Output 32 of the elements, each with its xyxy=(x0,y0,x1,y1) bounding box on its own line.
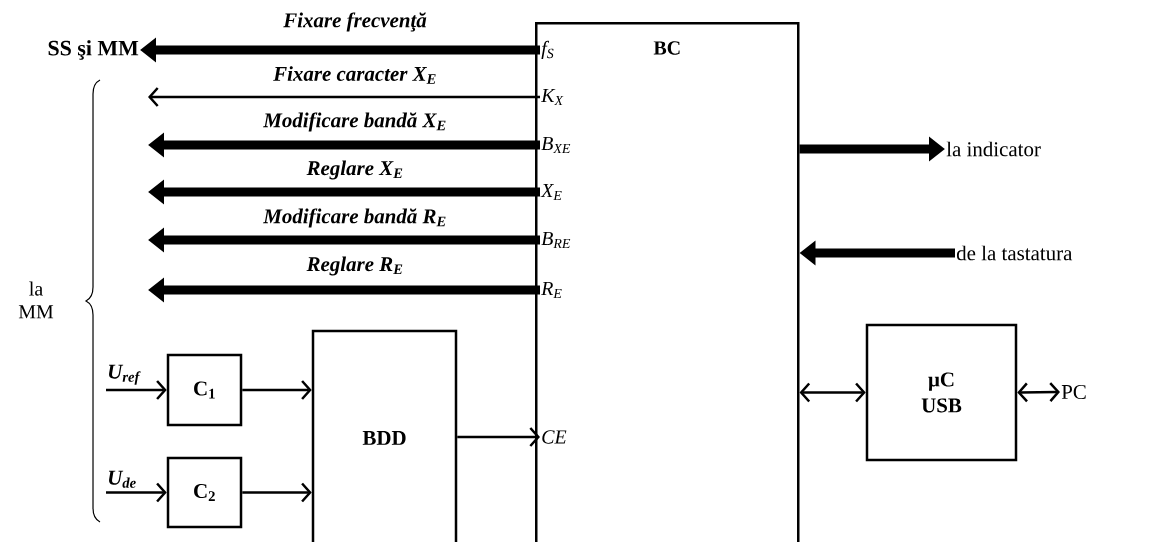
block-box: C$_{1}$ xyxy=(166,353,243,427)
block-box: BDD xyxy=(311,329,458,542)
arrow xyxy=(106,380,167,400)
edge-label: Fixare caracter X$_{E}$ xyxy=(272,65,438,85)
text-label: de la tastatura xyxy=(956,245,1073,261)
arrow xyxy=(242,482,312,503)
edge-label: Fixare frecvenţă xyxy=(282,11,428,33)
text-label: U$_{ref}$ xyxy=(108,364,141,385)
port-label: R$_{E}$ xyxy=(541,281,562,299)
block-box: C$_{2}$ xyxy=(166,456,243,529)
port-label: f$_{S}$ xyxy=(541,40,554,60)
text-label: PC xyxy=(1061,384,1086,399)
port-label: B$_{RE}$ xyxy=(541,231,571,249)
arrow xyxy=(457,427,540,447)
arrow xyxy=(148,87,540,107)
text-label: U$_{de}$ xyxy=(108,470,136,488)
side-label: la MM xyxy=(18,281,54,319)
edge-label: Modificare bandă R$_{E}$ xyxy=(262,207,448,229)
arrow xyxy=(799,382,866,403)
edge-label: Modificare bandă X$_{E}$ xyxy=(262,111,448,133)
edge-label: Reglare X$_{E}$ xyxy=(305,159,405,181)
text-label: la indicator xyxy=(946,141,1041,157)
block-box: μC USB xyxy=(865,323,1018,462)
arrow xyxy=(1017,382,1060,403)
arrow xyxy=(106,482,167,503)
port-label: X$_{E}$ xyxy=(540,183,562,201)
port-label: K$_{X}$ xyxy=(540,88,564,106)
edge-label: Reglare R$_{E}$ xyxy=(305,255,405,277)
text-label: SS şi MM xyxy=(48,40,139,60)
port-label: B$_{XE}$ xyxy=(541,136,571,154)
arrow xyxy=(242,380,312,400)
port-label: CE xyxy=(542,430,567,444)
